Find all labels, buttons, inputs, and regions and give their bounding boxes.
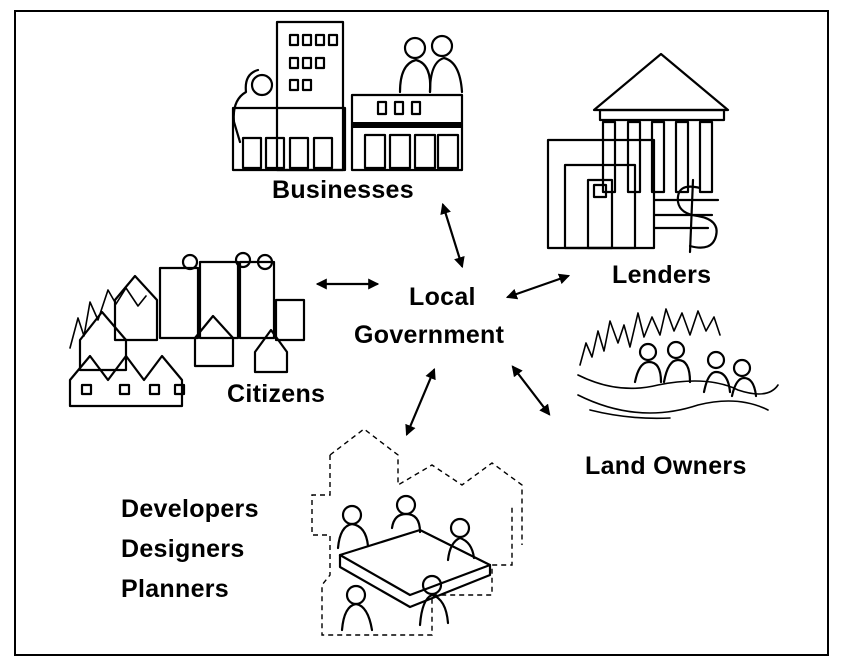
arrow-businesses	[440, 202, 465, 269]
people-in-landscape-icon	[577, 308, 779, 420]
designers-label: Designers	[121, 535, 245, 563]
meeting-table-icon	[311, 428, 523, 636]
bank-with-dollar-icon	[546, 52, 730, 254]
lenders-label: Lenders	[612, 261, 712, 289]
connector-arrows	[315, 202, 571, 437]
citizens-label: Citizens	[227, 380, 326, 408]
land-owners-label: Land Owners	[585, 452, 747, 480]
town-houses-icon	[68, 251, 306, 408]
arrow-land-owners	[511, 365, 551, 416]
diagram-frame	[14, 10, 829, 656]
developers-label: Developers	[121, 495, 259, 523]
arrow-developers	[405, 367, 436, 437]
center-label-line1: Local	[409, 283, 476, 311]
planners-label: Planners	[121, 575, 230, 603]
businesses-label: Businesses	[272, 176, 414, 204]
center-label-line2: Government	[354, 321, 505, 349]
arrow-lenders	[505, 273, 571, 300]
storefront-buildings-icon	[231, 20, 464, 172]
